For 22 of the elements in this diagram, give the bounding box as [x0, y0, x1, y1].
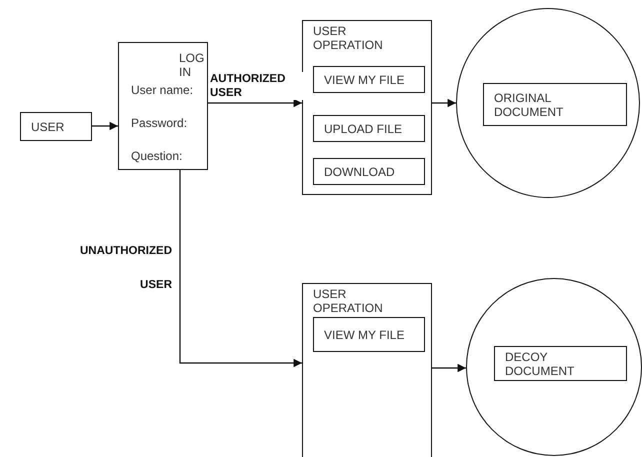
document-box: DECOY DOCUMENT [494, 346, 627, 381]
panel-heading: USER OPERATION [313, 287, 384, 315]
arrow [92, 122, 118, 130]
process-box: USER [20, 112, 92, 141]
operation-panel [302, 283, 432, 457]
arrow [432, 98, 456, 108]
document-box: ORIGINAL DOCUMENT [483, 83, 627, 126]
option-box: VIEW MY FILE [313, 317, 425, 352]
login-box [118, 42, 208, 170]
arrow [432, 364, 466, 372]
field-label: Password: [131, 116, 188, 130]
arrow [208, 98, 302, 108]
option-box: DOWNLOAD [313, 158, 425, 185]
box-heading: LOG IN [179, 51, 206, 79]
option-box: UPLOAD FILE [313, 115, 425, 142]
panel-heading: USER OPERATION [313, 24, 384, 52]
arrow [179, 170, 302, 368]
field-label: Question: [131, 149, 182, 163]
operation-panel [302, 20, 432, 195]
edge-label: AUTHORIZED USER [210, 72, 305, 100]
option-box: VIEW MY FILE [313, 66, 425, 93]
field-label: User name: [131, 83, 194, 97]
